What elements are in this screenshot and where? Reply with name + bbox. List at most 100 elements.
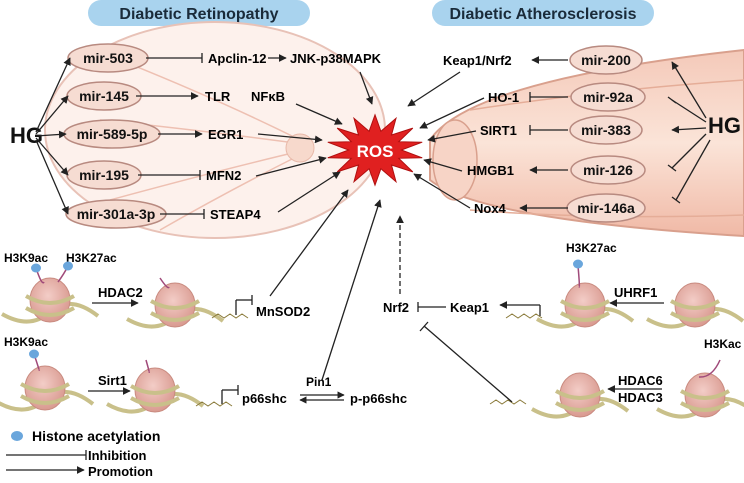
hg-right: HG [708, 113, 741, 138]
target-hmgb1: HMGB1 [467, 163, 514, 178]
histone-tail [159, 277, 170, 289]
retinopathy-mirna-mir-503: mir-503 [67, 43, 149, 73]
legend-acetylation: Histone acetylation [32, 428, 160, 444]
retinopathy-mirna-mir-301a-3p: mir-301a-3p [65, 199, 167, 229]
label-hdac3: HDAC3 [618, 390, 663, 405]
label-uhrf1: UHRF1 [614, 285, 657, 300]
retinopathy-mirna-label: mir-589-5p [77, 126, 148, 142]
header-left-pill [88, 0, 310, 26]
hg-left-arrow [35, 95, 69, 135]
label-h3k9ac-top: H3K9ac [4, 251, 48, 265]
atherosclerosis-mirna-label: mir-200 [581, 52, 631, 68]
ros-label: ROS [357, 142, 394, 161]
hg-left-arrow [35, 139, 69, 215]
atherosclerosis-mirna-label: mir-92a [583, 89, 633, 105]
target-ho1: HO-1 [488, 90, 519, 105]
atherosclerosis-mirna-group: mir-200 mir-92a mir-383 mir-126 mir-146a [566, 45, 646, 223]
hg-left-arrow [35, 130, 67, 139]
label-keap1: Keap1 [450, 300, 489, 315]
dna-wrap [24, 294, 76, 317]
acetyl-mark [63, 261, 73, 271]
retinopathy-mirna-mir-195: mir-195 [66, 160, 142, 190]
histone-tail [145, 359, 150, 373]
retinopathy-mirna-mir-589-5p: mir-589-5p [63, 119, 161, 149]
vessel-illustration [429, 48, 744, 238]
label-hdac2: HDAC2 [98, 285, 143, 300]
atherosclerosis-mirna-label: mir-126 [583, 162, 633, 178]
header-left: Diabetic Retinopathy [88, 0, 310, 26]
top-interactions [136, 53, 711, 219]
atherosclerosis-mirna-mir-383: mir-383 [569, 115, 643, 145]
label-p66shc: p66shc [242, 391, 287, 406]
dna-wrap [559, 299, 611, 322]
nucleosome [531, 372, 630, 419]
header-left-text: Diabetic Retinopathy [119, 6, 278, 23]
header-right-pill [432, 0, 654, 26]
dna-wrap [554, 389, 606, 412]
atherosclerosis-mirna-mir-126: mir-126 [570, 155, 646, 185]
nucleosome [1, 263, 100, 324]
atherosclerosis-mirna-label: mir-146a [577, 200, 635, 216]
acetyl-mark [573, 259, 583, 269]
atherosclerosis-mirna-mir-92a: mir-92a [570, 82, 646, 112]
nucleosome [646, 282, 744, 329]
label-sirt1: Sirt1 [98, 373, 127, 388]
label-h3kac: H3Kac [704, 337, 742, 351]
hg-left-arrow [35, 137, 69, 176]
label-p-p66shc: p-p66shc [350, 391, 407, 406]
hg-left-arrow [35, 57, 71, 133]
nucleosome [106, 359, 205, 414]
atherosclerosis-mirna-oval [570, 155, 646, 185]
acetyl-mark [29, 349, 39, 359]
legend-inhibition: Inhibition [88, 448, 147, 463]
target-nox4: Nox4 [474, 201, 507, 216]
nucleosome [0, 349, 95, 412]
target-mfn2: MFN2 [206, 168, 241, 183]
target-keap1-nrf2: Keap1/Nrf2 [443, 53, 512, 68]
atherosclerosis-mirna-mir-146a: mir-146a [566, 193, 646, 223]
retinopathy-mirna-label: mir-503 [83, 50, 133, 66]
histone-tail [577, 265, 581, 288]
retinopathy-mirna-label: mir-301a-3p [77, 206, 156, 222]
label-h3k27ac-left: H3K27ac [66, 251, 117, 265]
atherosclerosis-mirna-label: mir-383 [581, 122, 631, 138]
retinopathy-mirna-mir-145: mir-145 [66, 81, 142, 111]
target-sirt1: SIRT1 [480, 123, 517, 138]
dna-wrap [669, 299, 721, 322]
header-right: Diabetic Atherosclerosis [432, 0, 654, 26]
atherosclerosis-mirna-mir-200: mir-200 [569, 45, 643, 75]
label-h3k27ac-right: H3K27ac [566, 241, 617, 255]
ros-star: ROS [327, 113, 423, 187]
dna-wrap [19, 382, 71, 405]
acetyl-mark [31, 263, 41, 273]
nucleosome [536, 259, 635, 329]
atherosclerosis-mirna-oval [569, 115, 643, 145]
target-jnk-p38mapk: JNK-p38MAPK [290, 51, 382, 66]
dna-wrap [679, 389, 731, 412]
ros-burst-shape [327, 113, 423, 187]
epigenetic-section: H3K9ac H3K27ac H3K9ac H3K27ac H3Kac HDAC… [0, 189, 744, 419]
atherosclerosis-mirna-oval [570, 82, 646, 112]
retinopathy-mirna-label: mir-145 [79, 88, 129, 104]
histone-tail [698, 359, 721, 378]
legend-promotion: Promotion [88, 464, 153, 478]
label-nrf2: Nrf2 [383, 300, 409, 315]
label-pin1: Pin1 [306, 375, 332, 389]
target-egr1: EGR1 [208, 127, 243, 142]
nucleosome [656, 359, 744, 419]
retinopathy-mirna-label: mir-195 [79, 167, 129, 183]
legend-acetyl-dot [11, 431, 23, 441]
target-steap4: STEAP4 [210, 207, 261, 222]
dna-wrap [149, 299, 201, 322]
nucleosome-group [0, 259, 744, 419]
header-right-text: Diabetic Atherosclerosis [449, 6, 636, 23]
atherosclerosis-mirna-oval [569, 45, 643, 75]
dna-wrap [129, 384, 181, 407]
target-nfkb: NFκB [251, 89, 285, 104]
target-tlr: TLR [205, 89, 231, 104]
legend: Histone acetylation Inhibition Promotion [6, 428, 160, 479]
target-apclin12: Apclin-12 [208, 51, 267, 66]
nucleosome [126, 277, 225, 329]
